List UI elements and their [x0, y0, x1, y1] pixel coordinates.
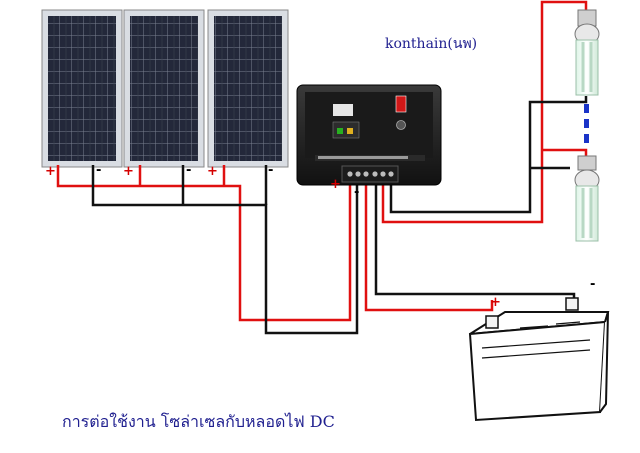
controller-label-plate [333, 104, 353, 116]
power-switch [395, 95, 407, 113]
solar-panel-1 [41, 9, 123, 168]
cfl-bulb-top [574, 9, 600, 96]
diagram-caption: การต่อใช้งาน โซล่าเซลกับหลอดไฟ DC [62, 412, 335, 431]
load-wiring [381, 0, 588, 224]
battery-wiring [364, 180, 576, 312]
bulb-series-dots [584, 104, 589, 143]
panel-3-plus-sign: + [207, 164, 218, 179]
status-led-yellow [347, 128, 353, 134]
cfl-bulb-bottom [574, 155, 600, 242]
panel-2-minus-sign: - [186, 163, 192, 178]
battery-positive-post [485, 315, 499, 329]
battery-minus-sign: - [590, 277, 596, 292]
author-label: konthain(นพ) [385, 36, 478, 52]
status-led-green [337, 128, 343, 134]
controller-terminal-block [341, 165, 399, 183]
panel-2-plus-sign: + [123, 164, 134, 179]
panel-1-plus-sign: + [45, 164, 56, 179]
controller-plus-sign: + [330, 177, 341, 192]
reset-button [396, 120, 406, 130]
battery [468, 297, 610, 422]
panel-positive-wiring [56, 165, 352, 322]
panel-negative-wiring [91, 165, 359, 335]
solar-panel-2 [123, 9, 205, 168]
solar-panel-3 [207, 9, 289, 168]
battery-negative-post [565, 297, 579, 311]
model-text-strip [318, 156, 408, 159]
controller-minus-sign: - [354, 185, 360, 200]
panel-1-minus-sign: - [96, 163, 102, 178]
panel-3-minus-sign: - [268, 163, 274, 178]
charge-controller [296, 84, 442, 186]
battery-plus-sign: + [490, 295, 501, 310]
